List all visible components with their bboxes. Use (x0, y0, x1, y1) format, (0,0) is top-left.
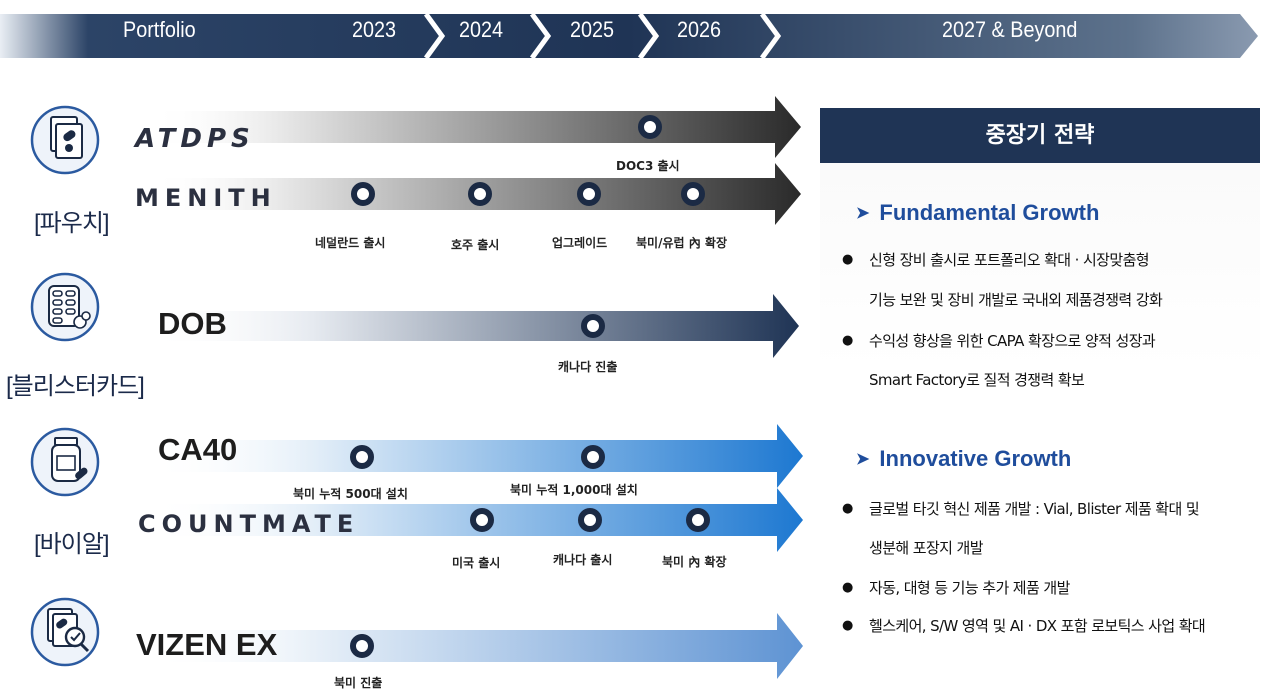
milestone-menith-australia (468, 182, 492, 206)
product-countmate: COUNTMATE (138, 510, 360, 538)
arrow-dob (150, 294, 799, 358)
milestone-countmate-canada (578, 508, 602, 532)
arrow-atdps (150, 96, 801, 158)
innovative-heading: ➤Innovative Growth (856, 446, 1072, 471)
header-year-2026: 2026 (677, 17, 722, 42)
product-ca40: CA40 (158, 432, 238, 467)
milestone-label-upgrade: 업그레이드 (552, 236, 608, 250)
separator-2024-2025 (529, 12, 552, 60)
triangle-bullet-icon: ➤ (856, 451, 870, 468)
category-pouch: [파우치] (34, 210, 110, 237)
separator-2023-2024 (423, 12, 446, 60)
fundamental-line-1: 신형 장비 출시로 포트폴리오 확대 · 시장맞춤형 (869, 251, 1150, 269)
milestone-markers (350, 115, 710, 658)
milestone-label-expansion: 북미/유럽 內 확장 (636, 236, 727, 250)
innovative-line-1: 글로벌 타깃 혁신 제품 개발 : Vial, Blister 제품 확대 및 (869, 500, 1200, 518)
milestone-label-countmate-canada: 캐나다 출시 (553, 553, 613, 567)
milestone-label-doc3: DOC3 출시 (616, 159, 680, 173)
milestone-label-countmate-us: 미국 출시 (452, 556, 501, 570)
header-portfolio: Portfolio (123, 17, 196, 42)
fundamental-line-4: Smart Factory로 질적 경쟁력 확보 (869, 371, 1085, 389)
blister-card-icon (30, 272, 100, 342)
bullet-dot-icon: ● (842, 333, 854, 348)
milestone-menith-upgrade (577, 182, 601, 206)
strategy-title: 중장기 전략 (820, 108, 1260, 163)
header-year-2025: 2025 (570, 17, 615, 42)
milestone-label-vizen-na: 북미 진출 (334, 676, 383, 690)
triangle-bullet-icon: ➤ (856, 205, 870, 222)
category-vial: [바이알] (34, 531, 110, 558)
product-vizen: VIZEN EX (136, 627, 278, 662)
fundamental-line-3: 수익성 향상을 위한 CAPA 확장으로 양적 성장과 (869, 332, 1156, 350)
milestone-ca40-500 (350, 445, 374, 469)
year-separators (423, 12, 782, 60)
separator-2025-2026 (637, 12, 660, 60)
timeline-header-bar (0, 14, 1258, 58)
separator-2026-beyond (759, 12, 782, 60)
milestone-label-ca40-500: 북미 누적 500대 설치 (293, 487, 408, 501)
product-dob: DOB (158, 306, 227, 341)
bullet-dot-icon: ● (842, 501, 854, 516)
milestone-label-australia: 호주 출시 (451, 238, 500, 252)
inspection-icon (30, 597, 100, 667)
innovative-line-4: 헬스케어, S/W 영역 및 AI · DX 포함 로보틱스 사업 확대 (869, 617, 1206, 635)
milestone-menith-expansion (681, 182, 705, 206)
header-year-2024: 2024 (459, 17, 504, 42)
product-menith: MENITH (135, 184, 277, 212)
header-beyond: 2027 & Beyond (942, 17, 1078, 42)
arrow-ca40 (150, 424, 803, 488)
milestone-label-ca40-1000: 북미 누적 1,000대 설치 (510, 483, 638, 497)
strategy-panel (820, 163, 1260, 683)
milestone-countmate-expansion (686, 508, 710, 532)
innovative-line-3: 자동, 대형 등 기능 추가 제품 개발 (869, 579, 1070, 597)
pouch-icon (30, 105, 100, 175)
bullet-dot-icon: ● (842, 618, 854, 633)
milestone-label-dob-canada: 캐나다 진출 (558, 360, 618, 374)
product-atdps: ATDPS (135, 124, 255, 154)
header-year-2023: 2023 (352, 17, 397, 42)
arrow-vizen (150, 613, 803, 679)
milestone-menith-netherlands (351, 182, 375, 206)
category-blister: [블리스터카드] (6, 373, 145, 400)
bullet-dot-icon: ● (842, 252, 854, 267)
milestone-label-netherlands: 네덜란드 출시 (315, 236, 386, 250)
bullet-dot-icon: ● (842, 580, 854, 595)
milestone-vizen-na (350, 634, 374, 658)
milestone-label-countmate-expansion: 북미 內 확장 (662, 555, 727, 569)
vial-bottle-icon (30, 427, 100, 497)
fundamental-heading: ➤Fundamental Growth (856, 200, 1100, 225)
fundamental-line-2: 기능 보완 및 장비 개발로 국내외 제품경쟁력 강화 (869, 291, 1163, 309)
innovative-line-2: 생분해 포장지 개발 (869, 539, 984, 557)
milestone-ca40-1000 (581, 445, 605, 469)
milestone-dob-canada (581, 314, 605, 338)
milestone-countmate-us (470, 508, 494, 532)
milestone-atdps-doc3 (638, 115, 662, 139)
